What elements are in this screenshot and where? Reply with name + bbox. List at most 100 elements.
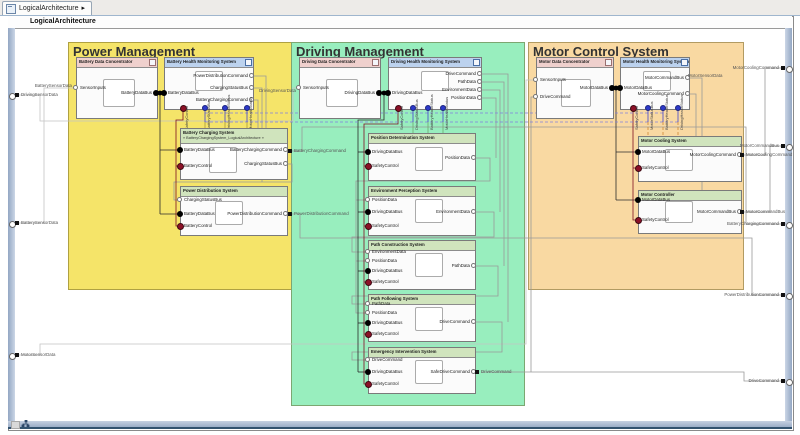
battery-health-monitoring-system-port-batterydatabus[interactable] <box>161 90 167 96</box>
battery-charging-system-port-batterychargingcommand[interactable] <box>283 147 288 152</box>
battery-charging-system-port-chargingstatusbus[interactable] <box>283 161 288 166</box>
battery-health-monitoring-system-port-powerdistributioncommand[interactable] <box>249 73 254 78</box>
outer-port-square <box>781 222 785 226</box>
outer-port-drivecommand[interactable] <box>786 378 793 386</box>
box-power-distribution-system[interactable]: Power Distribution System <box>180 186 288 236</box>
battery-health-monitoring-system-port-batterystatusbus[interactable] <box>202 105 208 111</box>
box-title-path-construction-system: Path Construction System <box>371 242 425 247</box>
boundary-port-motorcommandbus[interactable] <box>740 210 744 214</box>
driving-data-concentrator-port-drivingdatabus[interactable] <box>376 90 382 96</box>
battery-data-concentrator-port-batterydatabus[interactable] <box>153 90 159 96</box>
box-motor-health-monitoring-system[interactable]: Motor Health Monitoring System <box>620 57 690 110</box>
emergency-intervention-system-port-drivecommand[interactable] <box>365 357 370 362</box>
boundary-port-batterychargingcommand[interactable] <box>288 149 292 153</box>
path-following-system-port-safetycontrol[interactable] <box>365 331 372 338</box>
motor-data-concentrator-port-sensorinputs[interactable] <box>533 77 538 82</box>
power-distribution-system-port-batterycontrol[interactable] <box>177 223 184 230</box>
motor-cooling-system-port-motordatabus[interactable] <box>635 149 641 155</box>
outer-port-batterychargingcommand[interactable] <box>786 221 793 229</box>
motor-health-monitoring-system-port-batteryhealthstatus[interactable] <box>660 105 666 111</box>
battery-charging-system-port-batterycontrol[interactable] <box>177 163 184 170</box>
power-distribution-system-port-batterydatabus-label: BatteryDataBus <box>184 210 215 216</box>
power-distribution-system-port-powerdistributioncommand[interactable] <box>283 211 288 216</box>
outline-tree-icon[interactable] <box>21 420 30 427</box>
battery-health-monitoring-system-port-batterydatabus-label: BatteryDataBus <box>168 89 199 95</box>
component-icon <box>681 59 688 66</box>
power-distribution-system-port-batterydatabus[interactable] <box>177 211 183 217</box>
position-determination-system-port-safetycontrol[interactable] <box>365 163 372 170</box>
motor-controller-port-motordatabus[interactable] <box>635 197 641 203</box>
box-battery-health-monitoring-system[interactable]: Battery Health Monitoring System <box>164 57 254 110</box>
box-title-driving-data-concentrator: Driving Data Concentrator <box>302 59 356 64</box>
position-determination-system-port-positiondata[interactable] <box>471 155 476 160</box>
outer-port-square <box>781 66 785 70</box>
environment-perception-system-port-environmentdata[interactable] <box>471 209 476 214</box>
power-distribution-system-port-powerdistributioncommand-label: PowerDistributionCommand <box>227 210 282 216</box>
motor-health-monitoring-system-port-drivinghealthstatus[interactable] <box>675 105 681 111</box>
box-driving-data-concentrator[interactable]: Driving Data Concentrator <box>299 57 381 119</box>
environment-perception-system-port-positiondata[interactable] <box>365 197 370 202</box>
path-construction-system-port-drivingdatabus[interactable] <box>365 268 371 274</box>
driving-health-monitoring-system-port-environmentdata[interactable] <box>477 87 482 92</box>
motor-health-monitoring-system-port-safetycontrol[interactable] <box>630 105 637 112</box>
box-battery-data-concentrator[interactable]: Battery Data Concentrator <box>76 57 158 119</box>
motor-controller-port-safetycontrol[interactable] <box>635 217 642 224</box>
path-following-system-port-drivecommand[interactable] <box>471 319 476 324</box>
path-following-system-port-pathdata[interactable] <box>365 301 370 306</box>
driving-health-monitoring-system-port-positiondata[interactable] <box>477 95 482 100</box>
outer-port-motorcommandbus[interactable] <box>786 143 793 151</box>
box-path-following-system[interactable]: Path Following System <box>368 294 476 342</box>
path-construction-system-port-environmentdata[interactable] <box>365 249 370 254</box>
motor-data-concentrator-port-drivecommand[interactable] <box>533 94 538 99</box>
boundary-port-powerdistributioncommand[interactable] <box>288 212 292 216</box>
box-emergency-intervention-system[interactable]: Emergency Intervention System <box>368 347 476 394</box>
position-determination-system-port-drivingdatabus[interactable] <box>365 149 371 155</box>
battery-health-monitoring-system-port-motorhealthstatus[interactable] <box>244 105 250 111</box>
box-motor-controller[interactable]: Motor Controller <box>638 190 742 234</box>
inner-part-battery-data-concentrator <box>103 79 135 107</box>
battery-health-monitoring-system-port-safetycontrol[interactable] <box>180 105 187 112</box>
box-path-construction-system[interactable]: Path Construction System <box>368 240 476 290</box>
box-position-determination-system[interactable]: Position Determination System <box>368 133 476 181</box>
driving-health-monitoring-system-port-drivecommand[interactable] <box>477 71 482 76</box>
battery-health-monitoring-system-port-batterychargingcommand[interactable] <box>249 97 254 102</box>
driving-health-monitoring-system-port-safetycontrol[interactable] <box>395 105 402 112</box>
emergency-intervention-system-port-safetycontrol[interactable] <box>365 381 372 388</box>
environment-perception-system-port-safetycontrol[interactable] <box>365 223 372 230</box>
path-construction-system-port-safetycontrol[interactable] <box>365 279 372 286</box>
driving-health-monitoring-system-port-batteryhealthstatus[interactable] <box>425 105 431 111</box>
driving-health-monitoring-system-port-drivingstatusbus[interactable] <box>410 105 416 111</box>
battery-charging-system-port-batterydatabus[interactable] <box>177 147 183 153</box>
driving-health-monitoring-system-port-motorhealthstatus[interactable] <box>440 105 446 111</box>
motor-health-monitoring-system-port-motorcoolingcommand[interactable] <box>685 91 690 96</box>
emergency-intervention-system-port-drivingdatabus[interactable] <box>365 369 371 375</box>
battery-health-monitoring-system-port-drivinghealthstatus[interactable] <box>222 105 228 111</box>
motor-health-monitoring-system-port-motordatabus[interactable] <box>617 85 623 91</box>
motor-data-concentrator-port-motordatabus[interactable] <box>609 85 615 91</box>
power-distribution-system-port-chargingstatusbus[interactable] <box>177 197 182 202</box>
battery-data-concentrator-port-batterydatabus-label: BatteryDataBus <box>121 89 152 95</box>
path-construction-system-port-positiondata[interactable] <box>365 258 370 263</box>
driving-health-monitoring-system-port-drivingdatabus[interactable] <box>385 90 391 96</box>
battery-health-monitoring-system-port-chargingstatusbus[interactable] <box>249 85 254 90</box>
tab-logical-architecture[interactable]: LogicalArchitecture ▸ <box>2 1 93 15</box>
boundary-port-drivecommand[interactable] <box>475 370 479 374</box>
box-battery-charging-system[interactable]: Battery Charging System« BatteryCharging… <box>180 128 288 180</box>
motor-health-monitoring-system-port-motorcommandbus[interactable] <box>685 75 690 80</box>
boundary-port-motorcoolingcommand[interactable] <box>740 153 744 157</box>
box-motor-cooling-system[interactable]: Motor Cooling System <box>638 136 742 182</box>
outer-port-powerdistributioncommand[interactable] <box>786 292 793 300</box>
environment-perception-system-port-drivingdatabus[interactable] <box>365 209 371 215</box>
driving-data-concentrator-port-sensorinputs[interactable] <box>296 85 301 90</box>
driving-health-monitoring-system-port-pathdata[interactable] <box>477 79 482 84</box>
battery-data-concentrator-port-sensorinputs[interactable] <box>73 85 78 90</box>
motor-health-monitoring-system-port-motorstatusbus[interactable] <box>645 105 651 111</box>
motor-cooling-system-port-safetycontrol[interactable] <box>635 165 642 172</box>
box-environment-perception-system[interactable]: Environment Perception System <box>368 186 476 236</box>
path-construction-system-port-pathdata[interactable] <box>471 263 476 268</box>
path-following-system-port-positiondata[interactable] <box>365 310 370 315</box>
path-following-system-port-drivingdatabus[interactable] <box>365 320 371 326</box>
box-driving-health-monitoring-system[interactable]: Driving Health Monitoring System <box>388 57 482 110</box>
outer-port-motorcoolingcommand[interactable] <box>786 65 793 73</box>
